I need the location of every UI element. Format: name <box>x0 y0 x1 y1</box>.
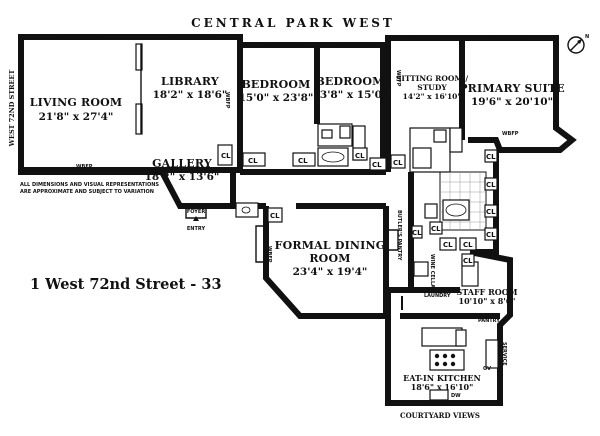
entry-label: ENTRY <box>187 226 206 232</box>
walls <box>18 34 577 406</box>
wbfp-label: WBFP <box>266 246 272 263</box>
closet-label: CL <box>486 231 496 239</box>
closet-label: CL <box>431 225 441 233</box>
room-dim-primary: 19'6" x 20'10" <box>471 96 553 108</box>
dw-label: DW <box>451 393 461 399</box>
wine-cellar-label: WINE CELLAR <box>429 254 435 292</box>
closet-label: CL <box>486 181 496 189</box>
wbfp-label: WBFP <box>502 131 519 137</box>
room-dim-kitchen: 18'6" x 16'10" <box>411 382 474 392</box>
service-label: SERVICE <box>501 342 507 366</box>
wbfp-label: WBFP <box>76 164 93 170</box>
compass-icon: N <box>567 34 589 54</box>
street-label-bottom: COURTYARD VIEWS <box>400 411 480 420</box>
room-name-sitting-2: STUDY <box>417 83 447 92</box>
closet-label: CL <box>486 153 496 161</box>
compass-label: N <box>585 34 589 40</box>
room-dim-living: 21'8" x 27'4" <box>39 111 114 123</box>
closet-label: CL <box>443 241 453 249</box>
closet-label: CL <box>486 208 496 216</box>
room-name-sitting-1: SITTING ROOM / <box>396 74 468 83</box>
closet-label: CL <box>298 157 308 165</box>
room-name-bedroom-1: BEDROOM <box>241 78 310 91</box>
room-dim-library: 18'2" x 18'6" <box>153 89 228 101</box>
room-name-dining-1: FORMAL DINING <box>275 239 386 252</box>
street-label-top: CENTRAL PARK WEST <box>191 16 395 30</box>
closet-label: CL <box>248 157 258 165</box>
room-name-primary: PRIMARY SUITE <box>459 82 565 95</box>
room-name-living: LIVING ROOM <box>30 96 123 109</box>
closets: CL CL CL CL CL CL CL CL CL CL CL CL CL C… <box>217 144 498 267</box>
closet-label: CL <box>270 212 280 220</box>
room-name-bedroom-2: BEDROOM <box>315 75 384 88</box>
laundry-label: LAUNDRY <box>424 293 451 299</box>
room-dim-bedroom-1: 15'0" x 23'8" <box>239 92 314 104</box>
closet-label: CL <box>355 152 365 160</box>
closet-label: CL <box>463 241 473 249</box>
room-dim-sitting: 14'2" x 16'10" <box>403 92 462 101</box>
room-name-staff: STAFF ROOM <box>456 287 517 297</box>
closet-label: CL <box>221 152 231 160</box>
butlers-pantry-label: BUTLER'S PANTRY <box>396 210 402 261</box>
address-title: 1 West 72nd Street - 33 <box>30 276 222 293</box>
closet-label: CL <box>393 159 403 167</box>
room-name-dining-2: ROOM <box>309 252 350 265</box>
room-name-gallery: GALLERY <box>152 157 212 170</box>
closet-label: CL <box>463 257 473 265</box>
room-dim-dining: 23'4" x 19'4" <box>293 266 368 278</box>
room-name-kitchen: EAT-IN KITCHEN <box>403 373 481 383</box>
room-name-foyer: FOYER <box>187 209 206 215</box>
room-dim-gallery: 18'2" x 13'6" <box>145 171 220 183</box>
pantry-label: PANTRY <box>478 318 500 324</box>
room-name-library: LIBRARY <box>161 75 219 88</box>
disclaimer-line-1: ALL DIMENSIONS AND VISUAL REPRESENTATION… <box>20 182 159 188</box>
closet-label: CL <box>412 229 422 237</box>
disclaimer-line-2: ARE APPROXIMATE AND SUBJECT TO VARIATION <box>20 189 154 195</box>
room-dim-staff: 10'10" x 8'6" <box>459 296 516 306</box>
room-dim-bedroom-2: 13'8" x 15'0" <box>313 89 388 101</box>
wbfp-label: WBFP <box>395 70 401 87</box>
ov-label: OV <box>483 366 491 372</box>
street-label-left: WEST 72ND STREET <box>8 70 16 148</box>
wbfp-label: WBFP <box>224 92 230 109</box>
closet-label: CL <box>372 161 382 169</box>
